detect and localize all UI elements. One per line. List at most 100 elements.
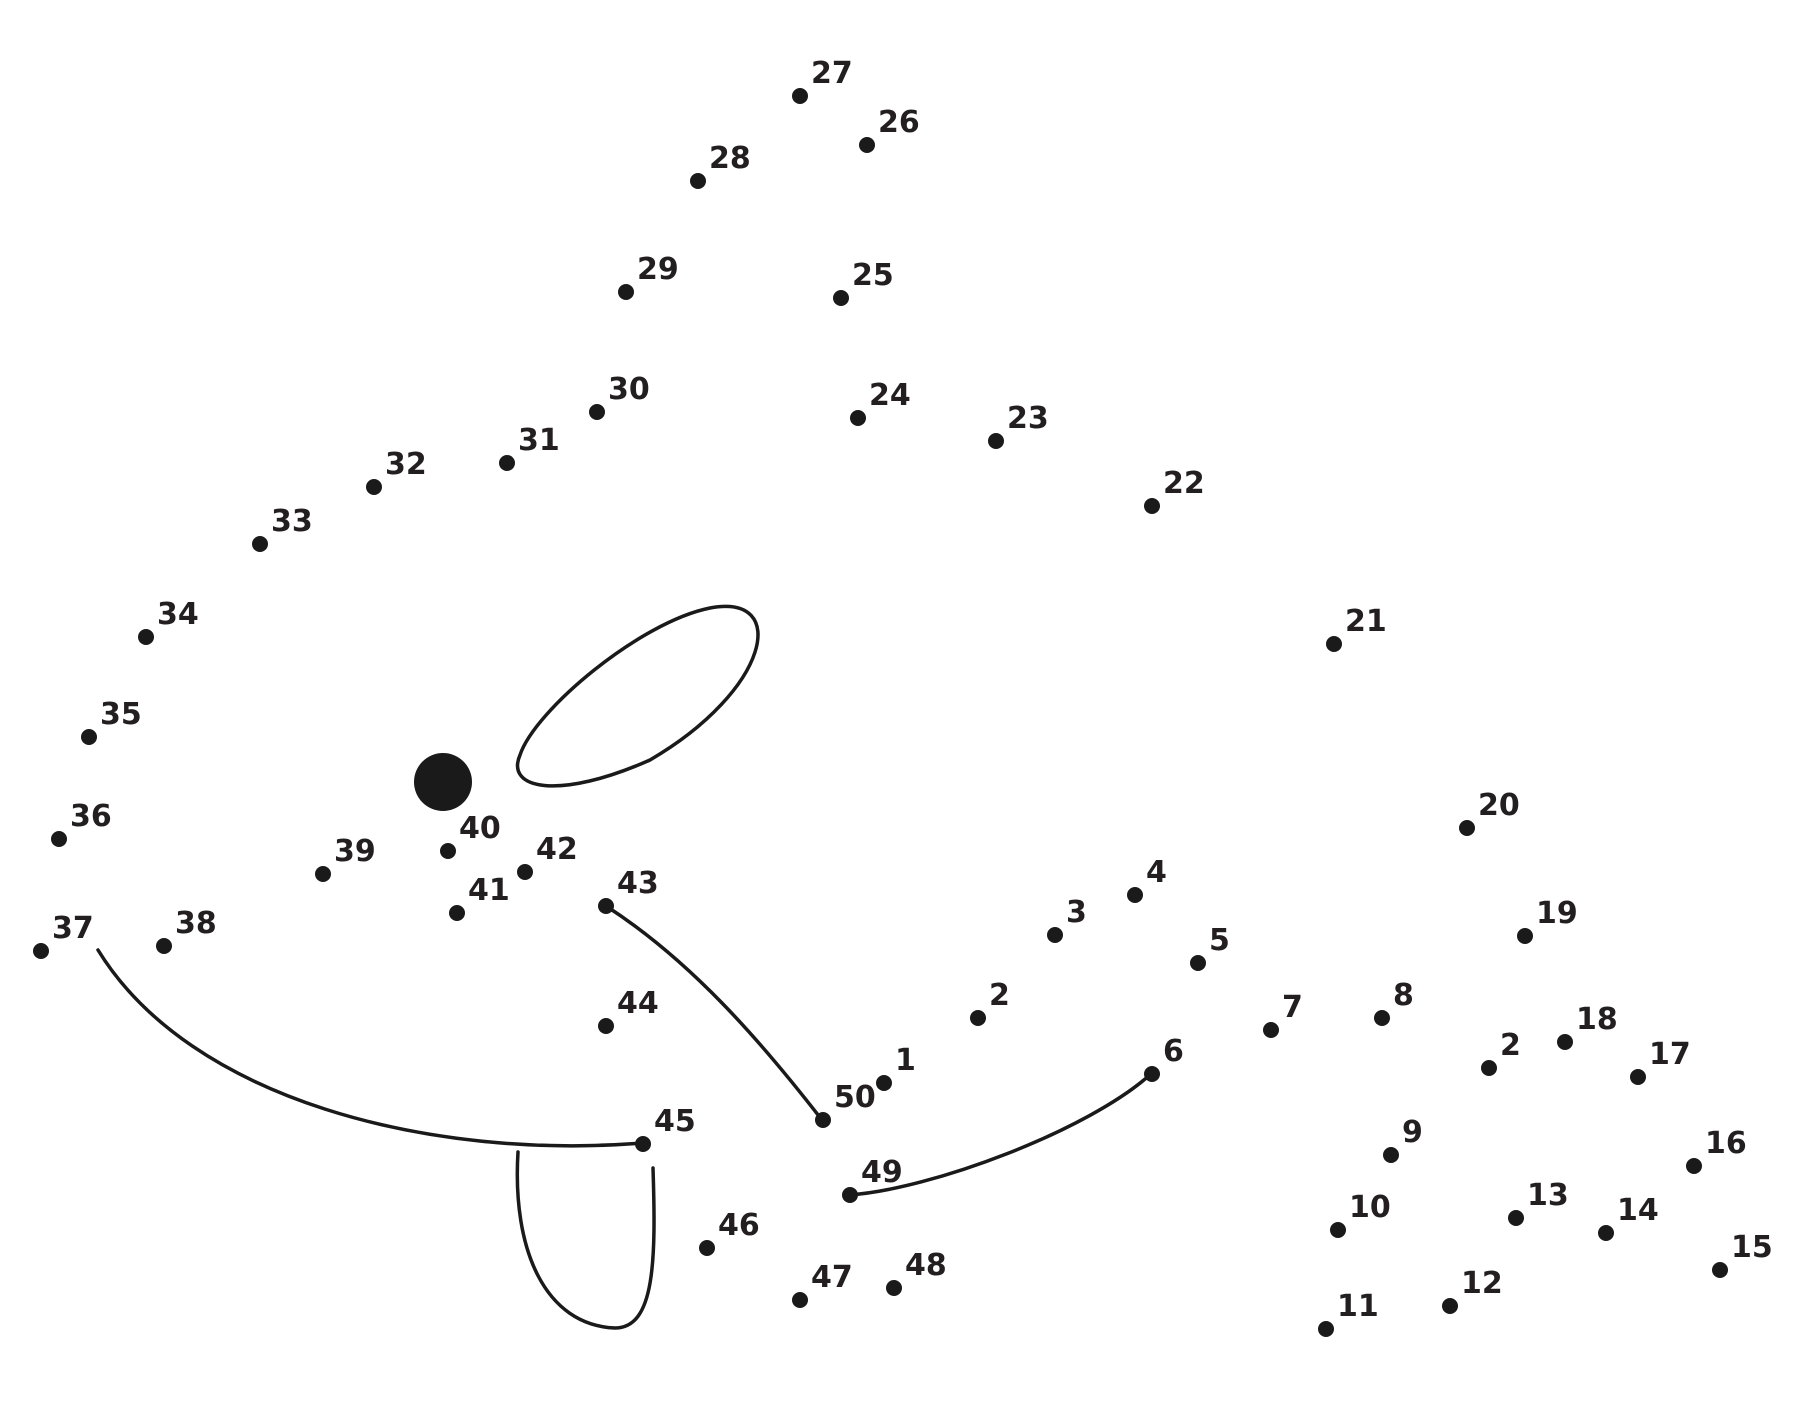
dot-40[interactable]: 39 [315, 834, 376, 882]
dot-27[interactable]: 26 [859, 105, 920, 153]
dot-28[interactable]: 27 [792, 56, 853, 104]
dot-marker[interactable] [517, 864, 533, 880]
dot-35[interactable]: 34 [138, 597, 199, 645]
dot-19[interactable]: 2 [1481, 1028, 1521, 1076]
dot-marker[interactable] [1144, 1066, 1160, 1082]
dot-7[interactable]: 7 [1263, 990, 1303, 1038]
dot-24[interactable]: 23 [988, 401, 1049, 449]
dot-marker[interactable] [1557, 1034, 1573, 1050]
dot-50[interactable]: 49 [842, 1155, 903, 1203]
dot-marker[interactable] [1144, 498, 1160, 514]
dot-marker[interactable] [440, 843, 456, 859]
dot-12[interactable]: 12 [1442, 1266, 1503, 1314]
dot-30[interactable]: 29 [618, 252, 679, 300]
dot-marker[interactable] [156, 938, 172, 954]
dot-20[interactable]: 19 [1517, 896, 1578, 944]
dot-36[interactable]: 35 [81, 697, 142, 745]
dot-marker[interactable] [33, 943, 49, 959]
dot-1[interactable]: 1 [876, 1043, 916, 1091]
dot-marker[interactable] [1190, 955, 1206, 971]
dot-marker[interactable] [1712, 1262, 1728, 1278]
dot-2[interactable]: 2 [970, 978, 1010, 1026]
dot-45[interactable]: 44 [598, 986, 659, 1034]
dot-marker[interactable] [876, 1075, 892, 1091]
dot-39[interactable]: 38 [156, 906, 217, 954]
dot-marker[interactable] [792, 88, 808, 104]
dot-marker[interactable] [1330, 1222, 1346, 1238]
dot-marker[interactable] [859, 137, 875, 153]
dot-marker[interactable] [1517, 928, 1533, 944]
dot-marker[interactable] [499, 455, 515, 471]
dot-marker[interactable] [366, 479, 382, 495]
dot-26[interactable]: 25 [833, 258, 894, 306]
dot-marker[interactable] [1326, 636, 1342, 652]
dot-marker[interactable] [833, 290, 849, 306]
dot-marker[interactable] [886, 1280, 902, 1296]
dot-marker[interactable] [449, 905, 465, 921]
dot-marker[interactable] [81, 729, 97, 745]
dot-3[interactable]: 3 [1047, 895, 1087, 943]
dot-32[interactable]: 31 [499, 423, 560, 471]
dot-22[interactable]: 21 [1326, 604, 1387, 652]
dot-marker[interactable] [1598, 1225, 1614, 1241]
dot-18[interactable]: 18 [1557, 1002, 1618, 1050]
dot-marker[interactable] [1508, 1210, 1524, 1226]
dot-marker[interactable] [252, 536, 268, 552]
dot-46[interactable]: 45 [635, 1104, 696, 1152]
dot-marker[interactable] [1047, 927, 1063, 943]
dot-4[interactable]: 4 [1127, 855, 1167, 903]
dot-37[interactable]: 36 [51, 799, 112, 847]
dot-43[interactable]: 42 [517, 832, 578, 880]
dot-6[interactable]: 6 [1144, 1034, 1184, 1082]
dot-10[interactable]: 10 [1330, 1190, 1391, 1238]
dot-31[interactable]: 30 [589, 372, 650, 420]
dot-marker[interactable] [1383, 1147, 1399, 1163]
dot-marker[interactable] [618, 284, 634, 300]
dot-marker[interactable] [598, 898, 614, 914]
dot-marker[interactable] [589, 404, 605, 420]
dot-marker[interactable] [970, 1010, 986, 1026]
dot-29[interactable]: 28 [690, 141, 751, 189]
dot-marker[interactable] [51, 831, 67, 847]
dot-marker[interactable] [1630, 1069, 1646, 1085]
dot-11[interactable]: 11 [1318, 1289, 1379, 1337]
dot-14[interactable]: 14 [1598, 1193, 1659, 1241]
dot-41[interactable]: 40 [440, 811, 501, 859]
dot-marker[interactable] [1127, 887, 1143, 903]
dot-34[interactable]: 33 [252, 504, 313, 552]
dot-5[interactable]: 5 [1190, 923, 1230, 971]
dot-marker[interactable] [815, 1112, 831, 1128]
dot-8[interactable]: 8 [1374, 978, 1414, 1026]
dot-marker[interactable] [1459, 820, 1475, 836]
dot-marker[interactable] [842, 1187, 858, 1203]
dot-marker[interactable] [850, 410, 866, 426]
dot-marker[interactable] [1481, 1060, 1497, 1076]
dot-51[interactable]: 50 [815, 1080, 876, 1128]
dot-23[interactable]: 22 [1144, 466, 1205, 514]
dot-marker[interactable] [1374, 1010, 1390, 1026]
dot-marker[interactable] [138, 629, 154, 645]
dot-marker[interactable] [690, 173, 706, 189]
dot-marker[interactable] [598, 1018, 614, 1034]
dot-13[interactable]: 13 [1508, 1178, 1569, 1226]
dot-marker[interactable] [1318, 1321, 1334, 1337]
dot-15[interactable]: 15 [1712, 1230, 1773, 1278]
dot-49[interactable]: 48 [886, 1248, 947, 1296]
dot-42[interactable]: 41 [449, 873, 510, 921]
dot-33[interactable]: 32 [366, 447, 427, 495]
dot-marker[interactable] [1442, 1298, 1458, 1314]
dot-marker[interactable] [315, 866, 331, 882]
dot-marker[interactable] [792, 1292, 808, 1308]
dot-16[interactable]: 16 [1686, 1126, 1747, 1174]
dot-marker[interactable] [699, 1240, 715, 1256]
dot-48[interactable]: 47 [792, 1260, 853, 1308]
dot-marker[interactable] [988, 433, 1004, 449]
dot-marker[interactable] [1263, 1022, 1279, 1038]
dot-21[interactable]: 20 [1459, 788, 1520, 836]
dot-marker[interactable] [1686, 1158, 1702, 1174]
dot-47[interactable]: 46 [699, 1208, 760, 1256]
dot-44[interactable]: 43 [598, 866, 659, 914]
dot-17[interactable]: 17 [1630, 1037, 1691, 1085]
dot-25[interactable]: 24 [850, 378, 911, 426]
dot-marker[interactable] [635, 1136, 651, 1152]
